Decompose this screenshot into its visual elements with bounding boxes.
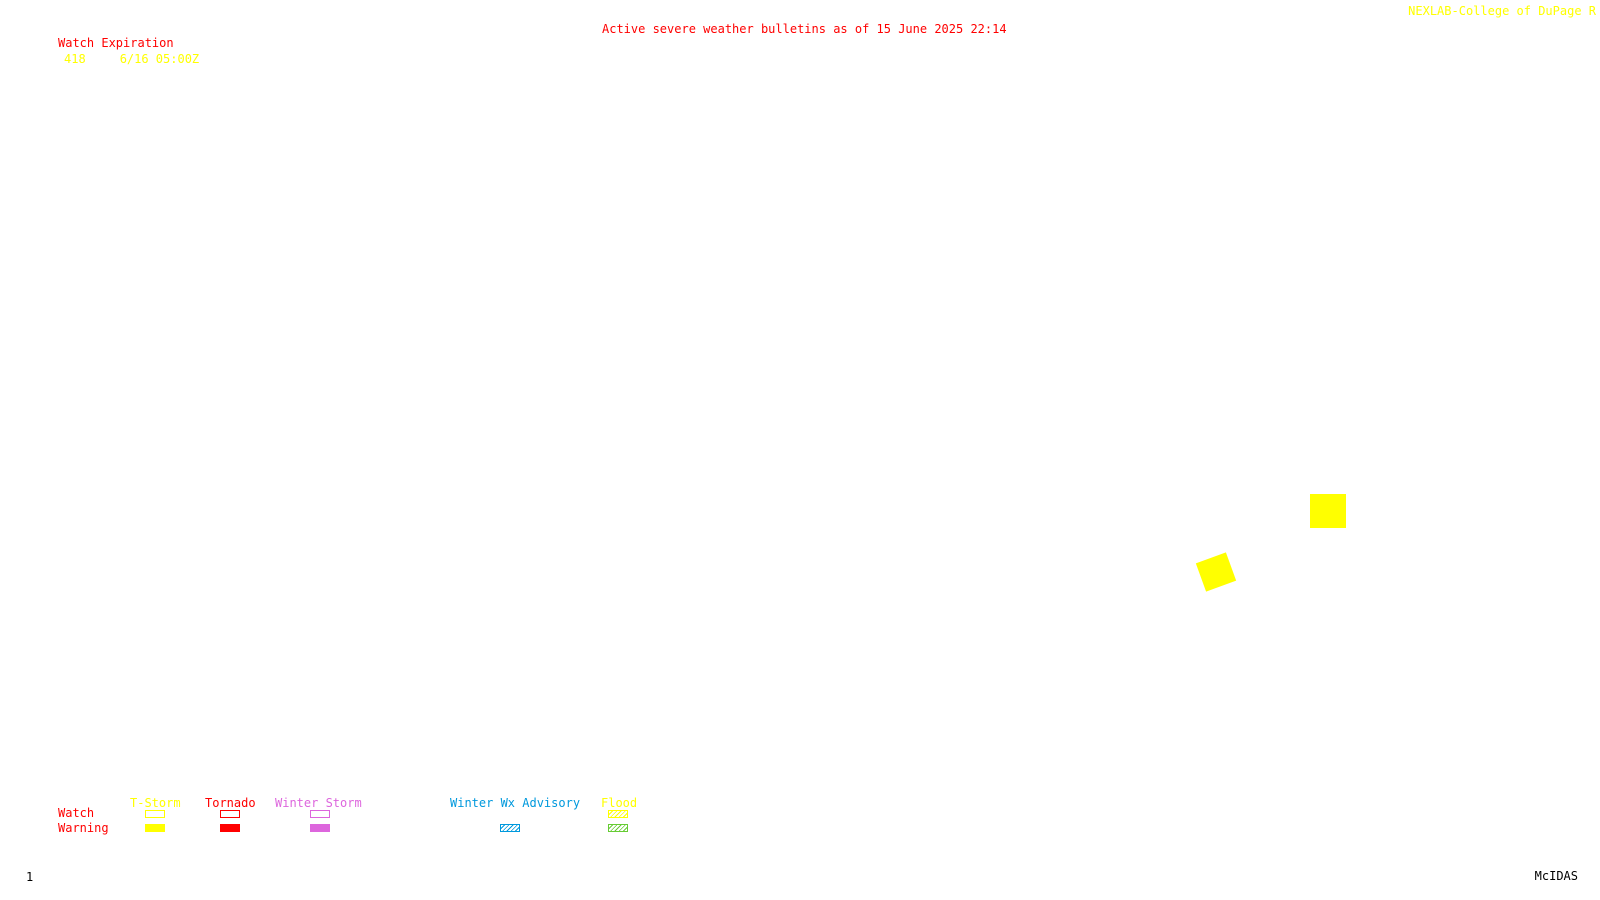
watch-list-item: 418 6/16 05:00Z [64, 52, 199, 66]
flood-warning-swatch [608, 824, 628, 832]
software-label: McIDAS [1534, 869, 1578, 883]
legend-winter-wx-advisory-label: Winter Wx Advisory [450, 796, 581, 810]
winter-wx-advisory-swatch [500, 824, 520, 832]
tstorm-warning-swatch [145, 824, 165, 832]
tstorm-warning-polygon [1310, 494, 1346, 528]
legend-warning-row-label: Warning [58, 821, 109, 835]
winter-storm-watch-swatch [310, 810, 330, 818]
tstorm-watch-swatch [145, 810, 165, 818]
frame-number: 1 [26, 870, 34, 884]
watch-expiration-heading: Watch Expiration [58, 36, 174, 50]
source-credit: NEXLAB-College of DuPage R [1408, 4, 1596, 18]
tornado-warning-swatch [220, 824, 240, 832]
winter-storm-warning-swatch [310, 824, 330, 832]
legend-watch-row-label: Watch [58, 806, 95, 820]
legend-winter-storm-label: Winter Storm [275, 796, 362, 810]
tstorm-warning-polygon [1195, 552, 1237, 592]
watch-expiration-time: 6/16 05:00Z [119, 52, 200, 66]
legend-flood-label: Flood [601, 796, 638, 810]
watch-number: 418 [64, 52, 86, 66]
bulletin-title: Active severe weather bulletins as of 15… [602, 22, 1007, 36]
legend-tornado-label: Tornado [205, 796, 256, 810]
tornado-watch-swatch [220, 810, 240, 818]
flood-watch-swatch [608, 810, 628, 818]
legend-tstorm-label: T-Storm [130, 796, 181, 810]
